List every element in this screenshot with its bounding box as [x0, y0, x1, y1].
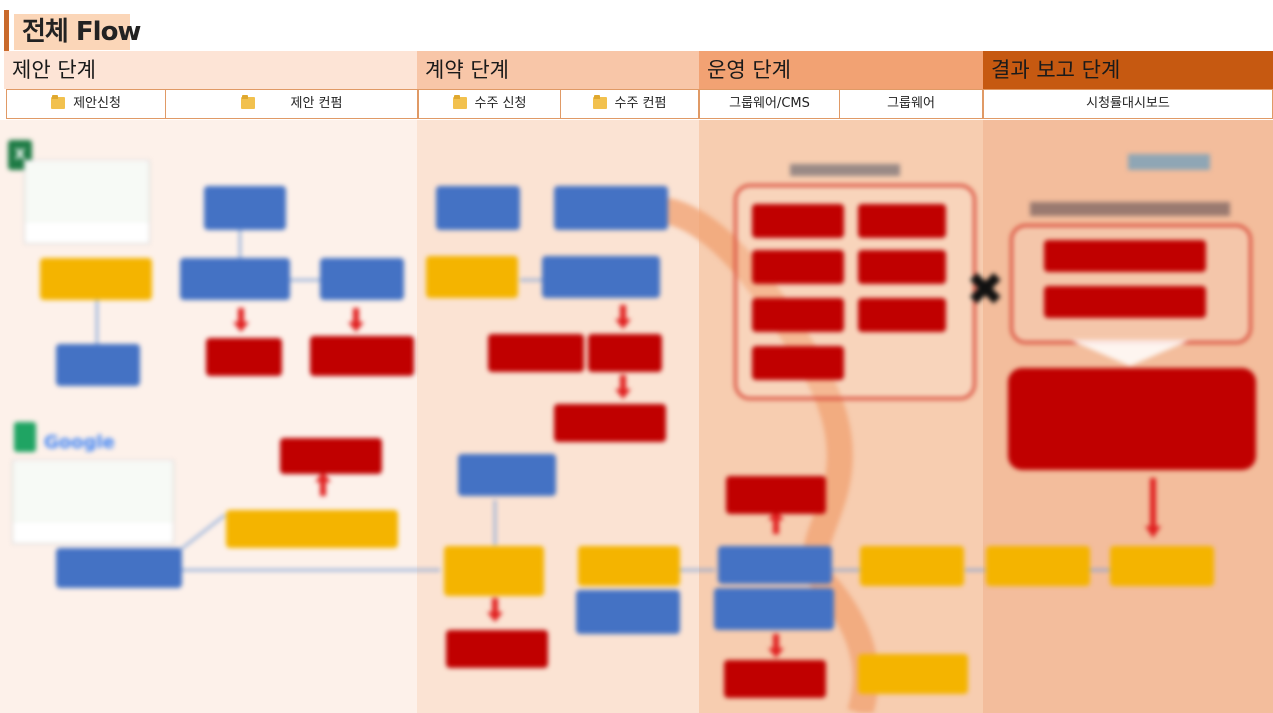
subheader-order-confirm: 수주 컨펌 [560, 89, 699, 119]
flow-node [310, 336, 414, 376]
flow-node [436, 186, 520, 230]
page-title: 전체 Flow [22, 17, 141, 47]
flow-node [860, 546, 964, 586]
flow-node [1044, 286, 1206, 318]
subheader-label: 수주 신청 [474, 96, 527, 111]
flow-node [204, 186, 286, 230]
subheader-label: 수주 컨펌 [614, 96, 667, 111]
subheader-proposal-confirm: 제안 컨펌 [165, 89, 418, 119]
db-panel-label [790, 164, 900, 176]
flow-node [444, 546, 544, 596]
dashboard-panel-label [1030, 202, 1230, 216]
title-highlight [14, 14, 130, 50]
subheader-label: 제안 컨펌 [290, 96, 343, 111]
title-accent-bar [4, 10, 9, 58]
subheader-label: 그룹웨어/CMS [729, 96, 810, 111]
flow-node [576, 590, 680, 634]
flow-node [858, 654, 968, 694]
flow-connectors [96, 196, 1161, 713]
subheader-dashboard: 시청률대시보드 [983, 89, 1273, 119]
flow-node [986, 546, 1090, 586]
folder-icon [51, 95, 66, 109]
flow-node [458, 454, 556, 496]
subheader-label: 시청률대시보드 [1086, 96, 1170, 111]
spreadsheet-thumbnail [12, 460, 174, 544]
x-mark-icon: ✖ [966, 262, 1005, 316]
flow-node [752, 346, 844, 380]
flow-node [226, 510, 398, 548]
flow-node [446, 630, 548, 668]
flow-node [56, 548, 182, 588]
subheader-label: 제안신청 [73, 96, 121, 111]
dashboard-logo [1128, 154, 1210, 170]
flow-node [488, 334, 584, 372]
folder-icon [592, 95, 607, 109]
flow-node [858, 298, 946, 332]
subheader-groupware: 그룹웨어 [839, 89, 983, 119]
subheader-order-request: 수주 신청 [418, 89, 561, 119]
flow-node [752, 204, 844, 238]
flow-node [426, 256, 518, 298]
flow-node [578, 546, 680, 586]
google-sheets-icon [14, 422, 36, 452]
flow-node [1110, 546, 1214, 586]
flow-node [588, 334, 662, 372]
flow-node [1044, 240, 1206, 272]
flow-node [1008, 368, 1256, 470]
subheader-label: 그룹웨어 [887, 96, 935, 111]
flow-node [280, 438, 382, 474]
flow-node [858, 204, 946, 238]
stage-header-proposal: 제안 단계 [4, 51, 417, 89]
spreadsheet-thumbnail [24, 160, 150, 244]
flow-node [554, 186, 668, 230]
flow-node [56, 344, 140, 386]
folder-icon [240, 95, 255, 109]
stage-header-operation: 운영 단계 [699, 51, 983, 89]
flow-node [752, 250, 844, 284]
flow-node [180, 258, 290, 300]
folder-icon [452, 95, 467, 109]
triangle-pointer [1070, 340, 1190, 366]
flow-node [206, 338, 282, 376]
google-logo: Google [44, 432, 115, 453]
flow-node [554, 404, 666, 442]
stage-header-contract: 계약 단계 [417, 51, 699, 89]
flow-node [752, 298, 844, 332]
flow-node [542, 256, 660, 298]
flow-node [718, 546, 832, 584]
flow-node [858, 250, 946, 284]
flow-node [714, 588, 834, 630]
flow-node [724, 660, 826, 698]
flow-diagram: X Google ✖ [0, 120, 1273, 713]
flow-node [320, 258, 404, 300]
flow-node [40, 258, 152, 300]
subheader-proposal-request: 제안신청 [6, 89, 166, 119]
flow-node [726, 476, 826, 514]
subheader-groupware-cms: 그룹웨어/CMS [699, 89, 840, 119]
stage-header-report: 결과 보고 단계 [983, 51, 1273, 89]
